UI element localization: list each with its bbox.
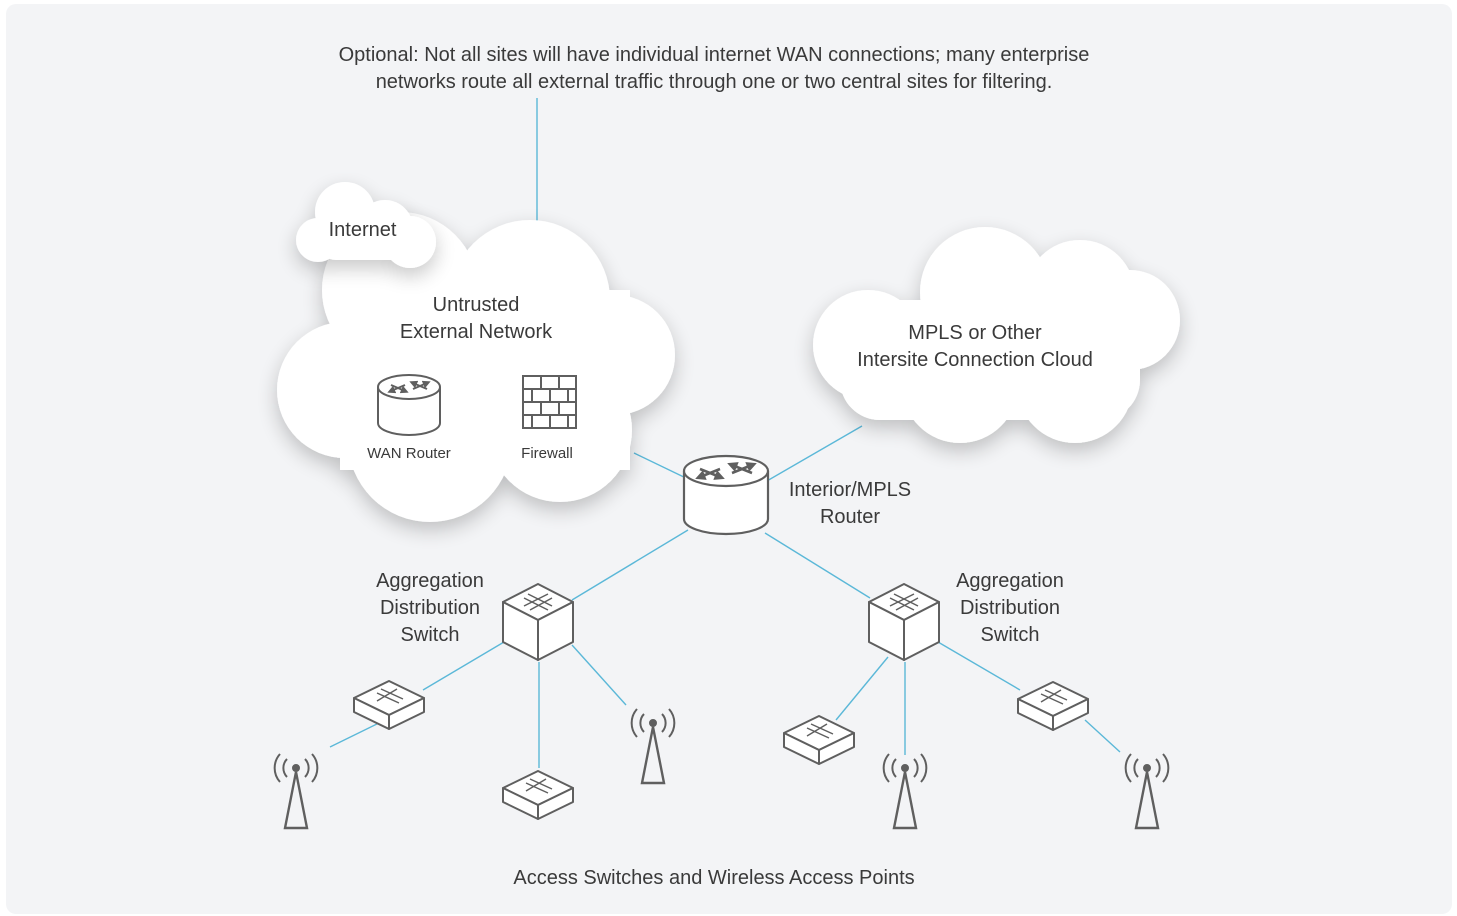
- link-access-4-to-ap-4: [1084, 719, 1121, 753]
- link-untrusted-to-router: [633, 452, 691, 481]
- access-switch-icon: [783, 715, 855, 765]
- agg-switch-right-icon: [868, 583, 940, 661]
- internet-cloud-shape: [296, 182, 436, 268]
- link-router-to-agg-left: [571, 529, 689, 601]
- firewall-icon: [522, 375, 577, 429]
- link-access-1-to-ap-1: [329, 719, 386, 748]
- footer-caption: Access Switches and Wireless Access Poin…: [513, 867, 915, 889]
- access-switch-icon: [1017, 681, 1089, 731]
- interior-router-icon: [682, 454, 770, 536]
- mpls-cloud-shape: [813, 227, 1180, 443]
- mpls-cloud-label: MPLS or Other Intersite Connection Cloud: [857, 322, 1093, 371]
- internet-label: Internet: [328, 219, 397, 241]
- link-aggl-to-access-1: [422, 641, 505, 691]
- access-switch-icon: [502, 770, 574, 820]
- link-aggl-to-ap-2: [571, 644, 627, 706]
- wireless-access-point-icon: [273, 753, 319, 830]
- access-switch-icon: [353, 680, 425, 730]
- link-aggr-to-access-3: [835, 656, 889, 721]
- optional-note: Optional: Not all sites will have indivi…: [338, 44, 1090, 93]
- connection-lines: [329, 98, 1121, 768]
- agg-switch-left-label: Aggregation Distribution Switch: [376, 570, 484, 646]
- interior-router-label: Interior/MPLS Router: [788, 479, 912, 528]
- agg-switch-right-label: Aggregation Distribution Switch: [956, 570, 1064, 646]
- wireless-access-point-icon: [882, 753, 928, 830]
- wireless-access-point-icon: [630, 708, 676, 785]
- wan-router-label: WAN Router: [367, 445, 451, 462]
- wireless-access-point-icon: [1124, 753, 1170, 830]
- untrusted-network-label: Untrusted External Network: [399, 294, 553, 343]
- link-router-to-agg-right: [764, 532, 871, 599]
- link-aggr-to-access-4: [937, 641, 1021, 691]
- link-mpls-to-router: [759, 425, 863, 486]
- firewall-label: Firewall: [521, 445, 573, 462]
- wan-router-icon: [377, 374, 441, 436]
- agg-switch-left-icon: [502, 583, 574, 661]
